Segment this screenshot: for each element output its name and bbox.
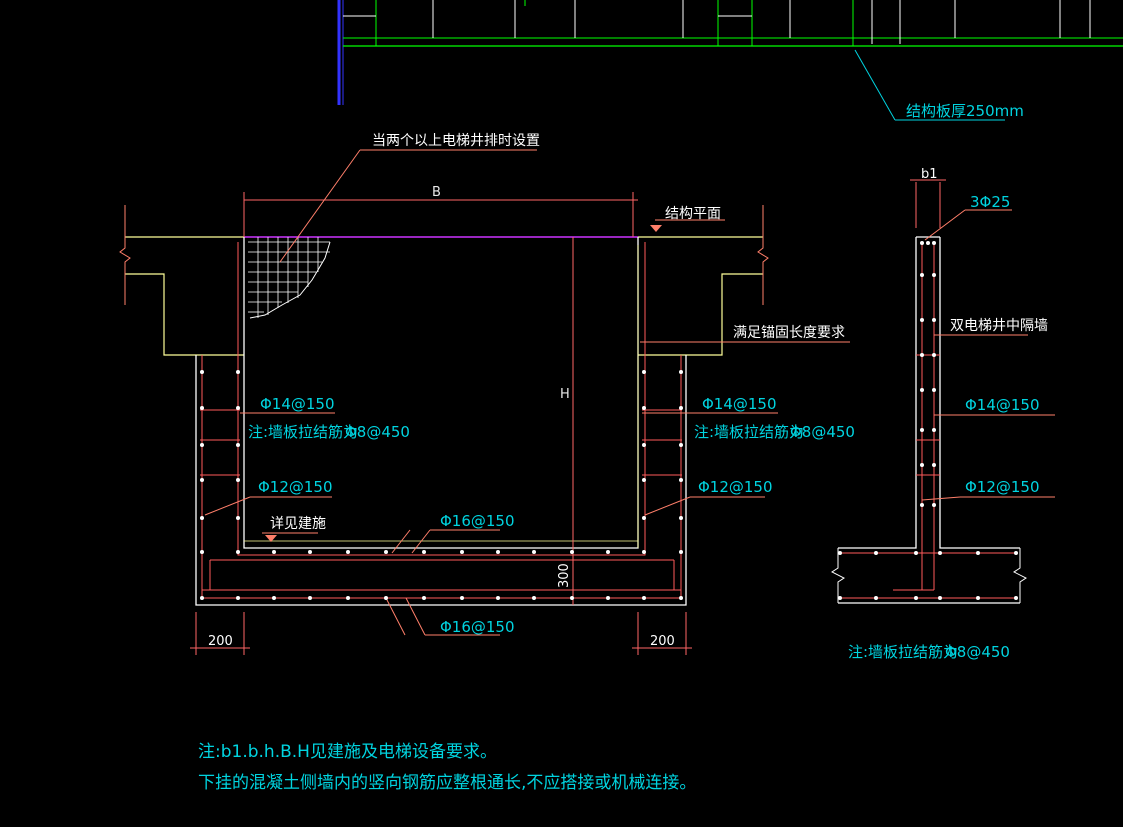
tie-note-left: 注:墙板拉结筋为 xyxy=(248,423,358,441)
detail-vert-rebar-label: Φ14@150 xyxy=(965,396,1040,414)
detail-tie-spec: Φ8@450 xyxy=(945,643,1010,661)
slab-thickness-label: 结构板厚250mm xyxy=(906,102,1024,120)
detail-top-bars-label: 3Φ25 xyxy=(970,193,1010,211)
slab-bottom-rebar-label: Φ16@150 xyxy=(440,618,515,636)
dim-200-left-label: 200 xyxy=(208,634,233,649)
anchor-length-label: 满足锚固长度要求 xyxy=(733,325,845,341)
tie-spec-left: Φ8@450 xyxy=(345,423,410,441)
detail-tie-note: 注:墙板拉结筋为 xyxy=(848,643,958,661)
dim-h-label: H xyxy=(560,387,570,402)
dim-200-right-label: 200 xyxy=(650,634,675,649)
detail-wall-label: 双电梯井中隔墙 xyxy=(950,318,1048,334)
horiz-rebar-left-label: Φ12@150 xyxy=(258,478,333,496)
detail-horiz-rebar-label: Φ12@150 xyxy=(965,478,1040,496)
pit-section xyxy=(119,149,850,655)
tie-spec-right: Φ8@450 xyxy=(790,423,855,441)
two-elevators-label: 当两个以上电梯井排时设置 xyxy=(372,133,540,149)
horiz-rebar-right-label: Φ12@150 xyxy=(698,478,773,496)
dim-300-label: 300 xyxy=(557,563,572,588)
dim-b-label: B xyxy=(432,185,441,200)
detail-b1-label: b1 xyxy=(921,167,938,182)
wall-rebar-left-label: Φ14@150 xyxy=(260,395,335,413)
slab-top-rebar-label: Φ16@150 xyxy=(440,512,515,530)
top-plan-fragment xyxy=(337,0,1123,121)
structure-plane-label: 结构平面 xyxy=(665,206,721,222)
note-line-2: 下挂的混凝土侧墙内的竖向钢筋应整根通长,不应搭接或机械连接。 xyxy=(198,773,696,793)
note-line-1: 注:b1.b.h.B.H见建施及电梯设备要求。 xyxy=(198,742,497,762)
partition-wall-detail xyxy=(831,179,1055,604)
see-arch-label: 详见建施 xyxy=(270,516,326,532)
tie-note-right: 注:墙板拉结筋为 xyxy=(694,423,804,441)
wall-rebar-right-label: Φ14@150 xyxy=(702,395,777,413)
